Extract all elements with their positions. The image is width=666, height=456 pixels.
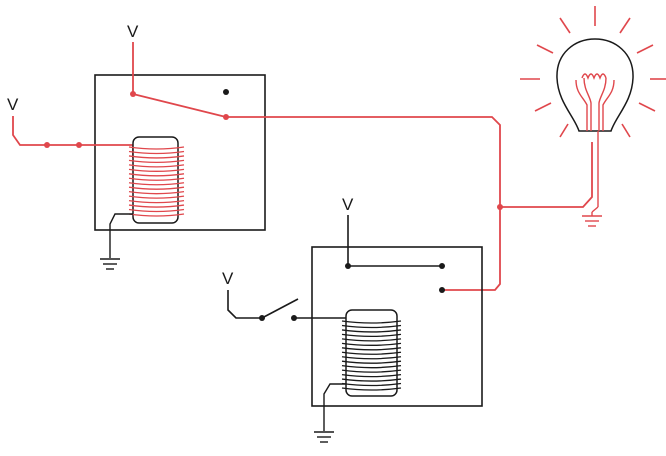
coil-winding: [128, 204, 185, 208]
junction-node: [497, 204, 503, 210]
relay-2-common-terminal: [345, 263, 351, 269]
coil-winding: [128, 186, 185, 190]
coil-winding: [128, 146, 185, 150]
relay-2-contact-wire: [347, 215, 442, 267]
coil-winding: [128, 164, 185, 168]
relay-2-contact-voltage-label: V: [342, 195, 354, 214]
relay-1-contact-wire: [132, 42, 227, 118]
coil-winding: [128, 208, 185, 213]
relay-1-coil-terminal: [76, 142, 82, 148]
relay-1-contact-voltage-label: V: [127, 22, 139, 41]
manual-switch: [227, 290, 349, 330]
relay-2-no-terminal: [439, 287, 445, 293]
coil-winding: [128, 155, 185, 159]
coil-winding: [341, 324, 402, 329]
coil-winding: [128, 150, 185, 155]
coil-winding: [341, 347, 402, 351]
coil-winding: [341, 387, 402, 391]
relay-1-ground: [100, 213, 133, 270]
coil-winding: [128, 191, 185, 195]
coil-winding: [341, 329, 402, 333]
coil-winding: [341, 378, 402, 382]
lamp: [520, 6, 666, 138]
coil-winding: [128, 195, 185, 199]
coil-winding: [341, 360, 402, 364]
coil-winding: [341, 338, 402, 342]
coil-winding: [341, 333, 402, 338]
lamp-glow-rays: [520, 6, 666, 138]
coil-winding: [341, 356, 402, 360]
output-wire: [226, 116, 593, 291]
coil-winding: [341, 369, 402, 373]
lamp-bulb: [556, 38, 634, 132]
relay-1-coil-feed-wire: [12, 116, 134, 158]
relay-1-box: [94, 74, 266, 231]
relay-1-coil-voltage-label: V: [7, 95, 19, 114]
coil-winding: [341, 351, 402, 355]
relay-1-nc-terminal: [223, 89, 229, 95]
switch-terminal: [259, 315, 265, 321]
coil-winding: [128, 168, 185, 172]
relay-1-coil: [128, 136, 185, 224]
coil-winding: [128, 199, 185, 204]
coil-winding: [128, 213, 185, 217]
coil-winding: [128, 182, 185, 186]
coil-winding: [341, 342, 402, 346]
coil-winding: [341, 365, 402, 369]
lamp-filament: [575, 77, 615, 131]
relay-2-nc-terminal: [439, 263, 445, 269]
relay-1-coil-terminal: [44, 142, 50, 148]
coil-winding: [128, 177, 185, 181]
relay-2-ground: [314, 383, 346, 443]
relay-2-coil: [341, 309, 402, 397]
coil-winding: [128, 159, 185, 164]
switch-terminal: [291, 315, 297, 321]
relay-2-box: [311, 246, 483, 407]
lamp-ground: [582, 131, 602, 227]
coil-winding: [341, 382, 402, 387]
coil-winding: [341, 320, 402, 324]
coil-winding: [341, 373, 402, 378]
coil-winding: [128, 173, 185, 177]
switch-voltage-label: V: [222, 269, 234, 288]
relay-1-common-terminal: [130, 91, 136, 97]
